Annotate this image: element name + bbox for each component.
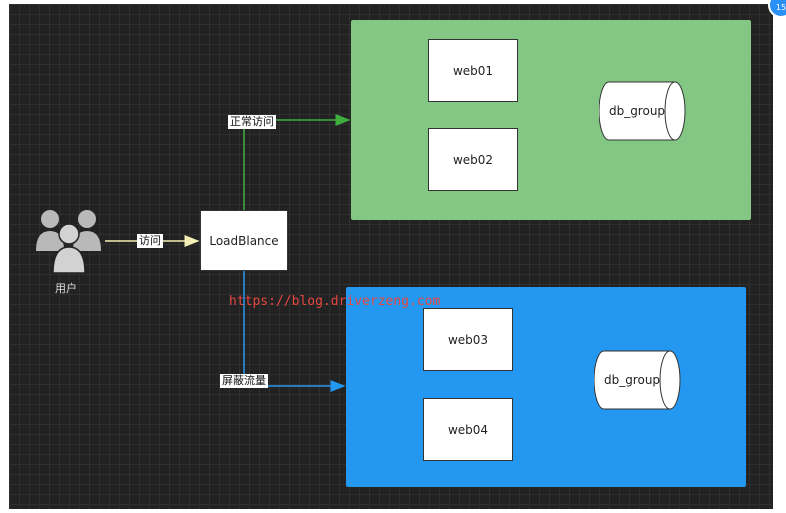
block-traffic-edge-label: 屏蔽流量 [220,374,268,388]
load-balancer-node[interactable]: LoadBlance [200,210,288,271]
corner-badge: 15 [768,0,786,18]
db-group-blue-node[interactable]: db_group [594,350,682,410]
database-cylinder-icon [599,81,686,141]
db-group-blue-label: db_group [603,373,661,387]
green-server-group [351,20,751,220]
lb-to-blue-arrow [243,271,346,392]
lb-to-green-arrow [243,114,351,210]
visit-edge-label: 访问 [137,234,163,248]
user-label: 用户 [55,282,77,295]
diagram-canvas: web01 web02 web03 web04 LoadBlance db_gr… [9,4,773,509]
web04-node[interactable]: web04 [423,398,513,461]
normal-access-edge-label: 正常访问 [228,115,276,129]
watermark-url: https://blog.driverzeng.com [229,294,441,309]
database-cylinder-icon [594,350,681,410]
db-group-green-label: db_group [608,104,666,118]
web03-node[interactable]: web03 [423,308,513,371]
web01-node[interactable]: web01 [428,39,518,102]
blue-server-group [346,287,746,487]
users-icon[interactable] [35,207,105,275]
db-group-green-node[interactable]: db_group [599,81,687,141]
web02-node[interactable]: web02 [428,128,518,191]
